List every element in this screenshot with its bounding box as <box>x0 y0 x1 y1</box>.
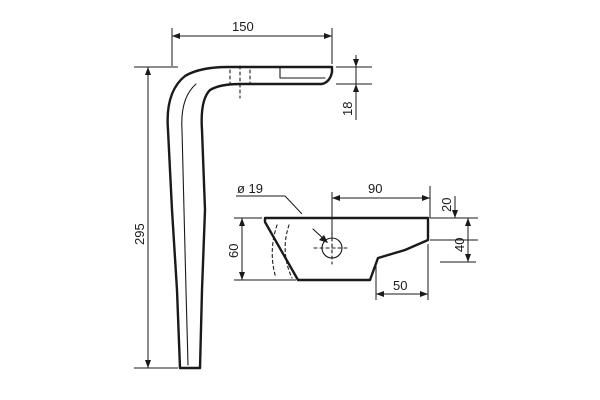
blade-side-view <box>166 65 334 370</box>
dim-step-length: 50 <box>375 244 429 300</box>
dim-total-height-label: 295 <box>132 223 147 245</box>
plate-bevel-dashed <box>271 224 278 279</box>
dim-hole-diameter: ø 19 <box>236 181 303 215</box>
dim-plate-height-label: 60 <box>226 244 241 258</box>
dim-top-thickness-label: 18 <box>340 102 355 116</box>
dim-step-height-label: 40 <box>452 238 467 252</box>
dim-right-offset: 20 <box>430 196 478 241</box>
dim-step-length-label: 50 <box>393 278 407 293</box>
dim-hole-offset: 90 <box>331 181 431 238</box>
dim-hole-diameter-label: ø 19 <box>237 181 263 196</box>
blade-plate-view <box>263 216 430 282</box>
dim-total-height: 295 <box>132 66 178 369</box>
dim-top-width: 150 <box>171 19 333 66</box>
blade-inner-edge <box>198 70 334 370</box>
plate-bevel-dashed-2 <box>284 224 293 279</box>
blade-rib-line <box>181 83 197 366</box>
blade-tip-step <box>279 66 326 79</box>
blade-outer-edge <box>166 65 334 370</box>
dim-top-thickness: 18 <box>336 55 372 120</box>
dim-hole-offset-label: 90 <box>368 181 382 196</box>
dim-top-width-label: 150 <box>232 19 254 34</box>
plate-outline <box>263 216 430 282</box>
dim-plate-height: 60 <box>226 217 296 281</box>
dim-right-offset-label: 20 <box>439 198 454 212</box>
dim-step-height: 40 <box>440 218 476 263</box>
